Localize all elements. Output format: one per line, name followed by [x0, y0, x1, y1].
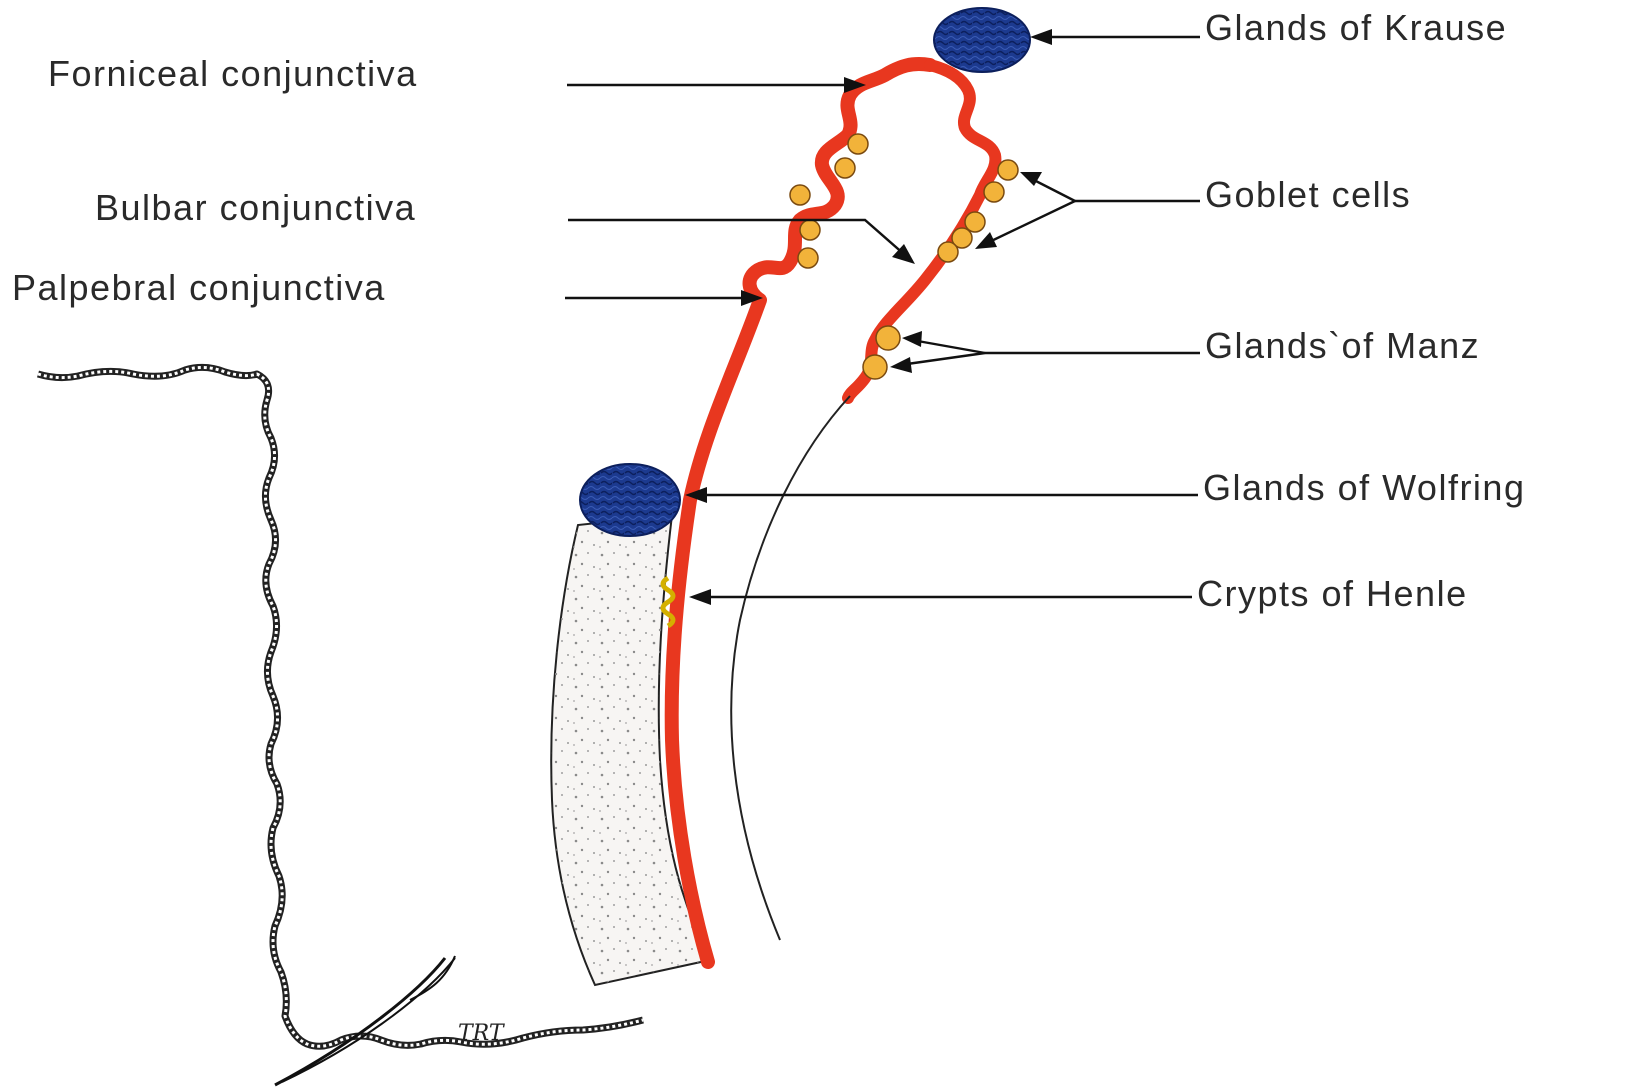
artist-signature: TRT — [458, 1021, 506, 1046]
eyelash — [275, 958, 445, 1085]
eyelash — [410, 956, 455, 1000]
gland-of-krause-shape — [934, 8, 1030, 72]
gland-of-wolfring-shape — [580, 464, 680, 536]
label-forniceal-conjunctiva: Forniceal conjunctiva — [48, 53, 418, 94]
crypts-of-henle-shape — [663, 578, 673, 626]
label-crypts-of-henle: Crypts of Henle — [1197, 573, 1468, 614]
cornea-line — [731, 396, 850, 940]
label-bulbar-conjunctiva: Bulbar conjunctiva — [95, 187, 416, 228]
label-glands-of-manz: Glands`of Manz — [1205, 325, 1480, 366]
label-glands-of-krause: Glands of Krause — [1205, 7, 1507, 48]
tarsal-plate-stipple — [551, 515, 710, 985]
label-glands-of-wolfring: Glands of Wolfring — [1203, 467, 1525, 508]
label-goblet-cells: Goblet cells — [1205, 174, 1411, 215]
label-palpebral-conjunctiva: Palpebral conjunctiva — [12, 267, 386, 308]
